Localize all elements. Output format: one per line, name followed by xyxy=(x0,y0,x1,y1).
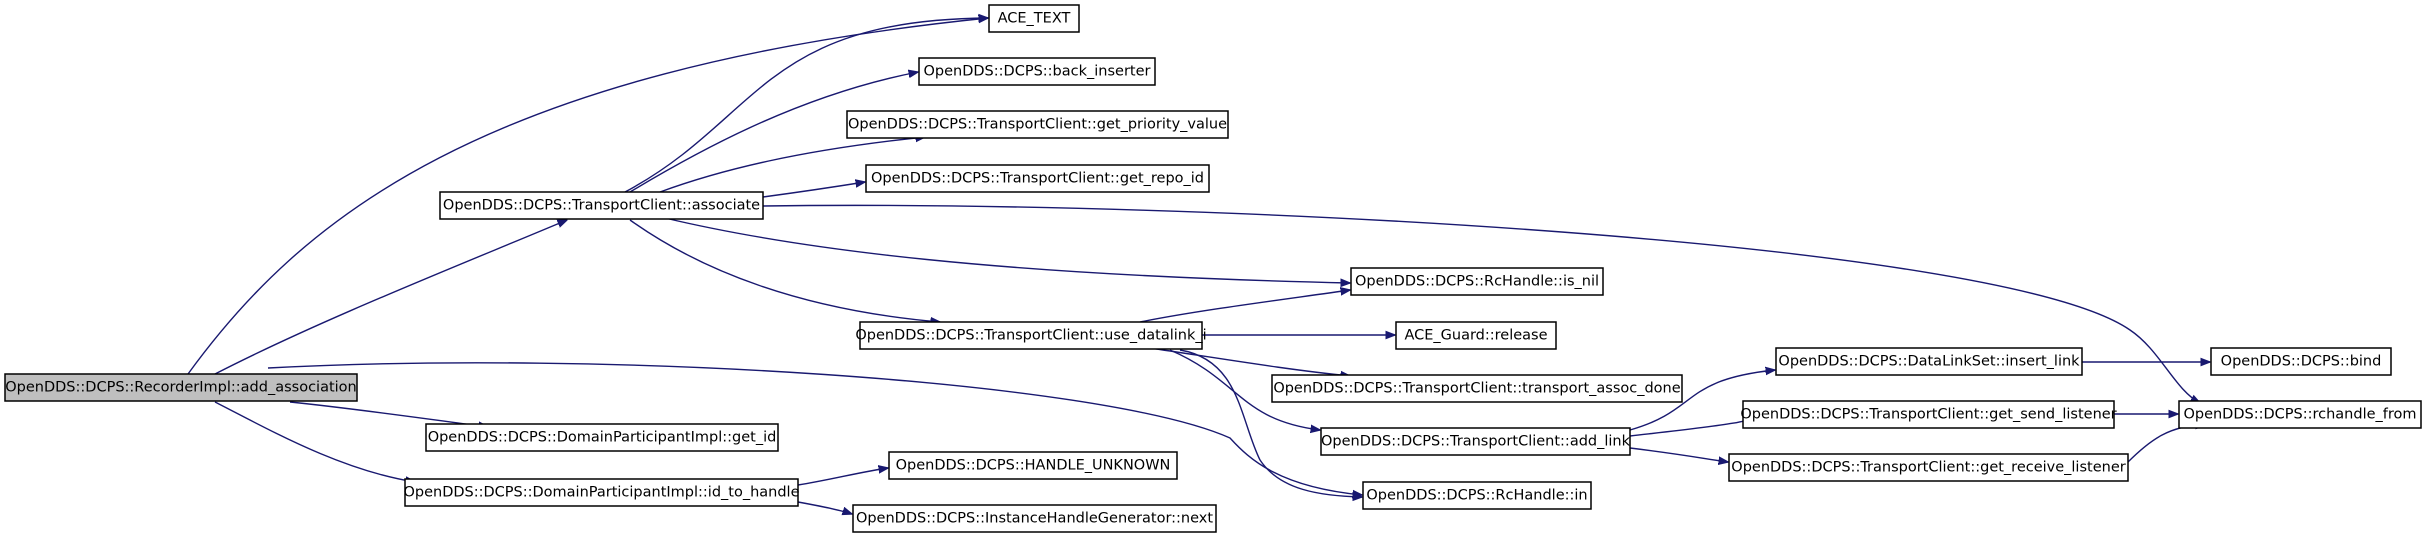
node-label: OpenDDS::DCPS::RcHandle::is_nil xyxy=(1355,274,1599,290)
edge-id-to-handle-to-handle-unknown xyxy=(797,468,888,486)
node-use-datalink-i[interactable]: OpenDDS::DCPS::TransportClient::use_data… xyxy=(855,321,1207,350)
edge-root-to-id-to-handle xyxy=(214,401,415,482)
node-ihg-next[interactable]: OpenDDS::DCPS::InstanceHandleGenerator::… xyxy=(852,504,1217,533)
edge-associate-to-is-nil xyxy=(664,217,1350,283)
node-label: OpenDDS::DCPS::RecorderImpl::add_associa… xyxy=(5,380,357,396)
edge-associate-to-back-inserter xyxy=(629,72,918,193)
node-rchandle-from[interactable]: OpenDDS::DCPS::rchandle_from xyxy=(2178,400,2422,429)
node-label: ACE_Guard::release xyxy=(1404,328,1547,344)
edge-associate-to-get-priority-value xyxy=(659,137,925,193)
edge-use-datalink-i-to-add-link xyxy=(1169,349,1320,430)
node-label: OpenDDS::DCPS::TransportClient::get_send… xyxy=(1740,407,2116,423)
node-label: OpenDDS::DCPS::DataLinkSet::insert_link xyxy=(1778,354,2080,370)
edge-associate-to-get-repo-id xyxy=(762,182,865,198)
node-back-inserter[interactable]: OpenDDS::DCPS::back_inserter xyxy=(918,57,1156,86)
edge-id-to-handle-to-ihg-next xyxy=(797,501,852,514)
nodes-layer: OpenDDS::DCPS::RecorderImpl::add_associa… xyxy=(4,4,2422,533)
node-ace-guard-release[interactable]: ACE_Guard::release xyxy=(1395,321,1557,350)
node-label: OpenDDS::DCPS::TransportClient::associat… xyxy=(443,198,760,214)
node-label: OpenDDS::DCPS::DomainParticipantImpl::id… xyxy=(403,485,799,501)
node-transport-assoc-done[interactable]: OpenDDS::DCPS::TransportClient::transpor… xyxy=(1271,374,1683,403)
node-label: OpenDDS::DCPS::TransportClient::transpor… xyxy=(1273,381,1680,397)
node-label: OpenDDS::DCPS::rchandle_from xyxy=(2183,407,2416,423)
node-associate[interactable]: OpenDDS::DCPS::TransportClient::associat… xyxy=(439,191,764,220)
edge-use-datalink-i-to-rchandle-in xyxy=(1179,349,1362,497)
edge-use-datalink-i-to-is-nil xyxy=(1139,290,1350,323)
edge-add-link-to-insert-link xyxy=(1629,370,1775,431)
edge-associate-to-use-datalink-i xyxy=(629,219,940,322)
edge-root-to-ace-text xyxy=(187,18,988,375)
node-add-link[interactable]: OpenDDS::DCPS::TransportClient::add_link xyxy=(1320,427,1631,456)
edge-root-to-associate xyxy=(214,220,567,375)
node-label: ACE_TEXT xyxy=(998,11,1071,27)
edge-add-link-to-get-receive-listener xyxy=(1629,447,1728,462)
node-insert-link[interactable]: OpenDDS::DCPS::DataLinkSet::insert_link xyxy=(1775,347,2083,376)
node-label: OpenDDS::DCPS::TransportClient::use_data… xyxy=(855,328,1206,344)
node-get-id[interactable]: OpenDDS::DCPS::DomainParticipantImpl::ge… xyxy=(425,423,779,452)
node-label: OpenDDS::DCPS::TransportClient::add_link xyxy=(1321,434,1631,450)
node-get-send-listener[interactable]: OpenDDS::DCPS::TransportClient::get_send… xyxy=(1740,400,2117,429)
edge-associate-to-rchandle-from xyxy=(762,204,2200,403)
node-bind[interactable]: OpenDDS::DCPS::bind xyxy=(2210,347,2392,376)
edge-use-datalink-i-to-transport-assoc-done xyxy=(1149,347,1350,376)
node-is-nil[interactable]: OpenDDS::DCPS::RcHandle::is_nil xyxy=(1350,267,1604,296)
node-label: OpenDDS::DCPS::RcHandle::in xyxy=(1366,488,1587,504)
node-label: OpenDDS::DCPS::back_inserter xyxy=(924,64,1151,80)
node-label: OpenDDS::DCPS::HANDLE_UNKNOWN xyxy=(896,458,1171,474)
node-get-priority-value[interactable]: OpenDDS::DCPS::TransportClient::get_prio… xyxy=(846,110,1229,139)
node-handle-unknown[interactable]: OpenDDS::DCPS::HANDLE_UNKNOWN xyxy=(888,451,1178,480)
node-rchandle-in[interactable]: OpenDDS::DCPS::RcHandle::in xyxy=(1362,481,1592,510)
edge-get-receive-listener-to-rchandle-from xyxy=(2127,425,2205,463)
node-get-repo-id[interactable]: OpenDDS::DCPS::TransportClient::get_repo… xyxy=(865,164,1210,193)
node-recorderimpl-add-association[interactable]: OpenDDS::DCPS::RecorderImpl::add_associa… xyxy=(4,373,358,402)
node-label: OpenDDS::DCPS::DomainParticipantImpl::ge… xyxy=(428,430,777,446)
edge-associate-to-ace-text xyxy=(624,18,988,193)
node-label: OpenDDS::DCPS::TransportClient::get_repo… xyxy=(871,171,1204,187)
node-label: OpenDDS::DCPS::bind xyxy=(2221,354,2382,370)
node-get-receive-listener[interactable]: OpenDDS::DCPS::TransportClient::get_rece… xyxy=(1728,453,2129,482)
node-ace-text[interactable]: ACE_TEXT xyxy=(988,4,1080,33)
node-id-to-handle[interactable]: OpenDDS::DCPS::DomainParticipantImpl::id… xyxy=(403,478,800,507)
node-label: OpenDDS::DCPS::TransportClient::get_rece… xyxy=(1731,460,2125,476)
node-label: OpenDDS::DCPS::TransportClient::get_prio… xyxy=(848,117,1227,133)
node-label: OpenDDS::DCPS::InstanceHandleGenerator::… xyxy=(856,511,1213,527)
edge-add-link-to-get-send-listener xyxy=(1629,414,1752,437)
